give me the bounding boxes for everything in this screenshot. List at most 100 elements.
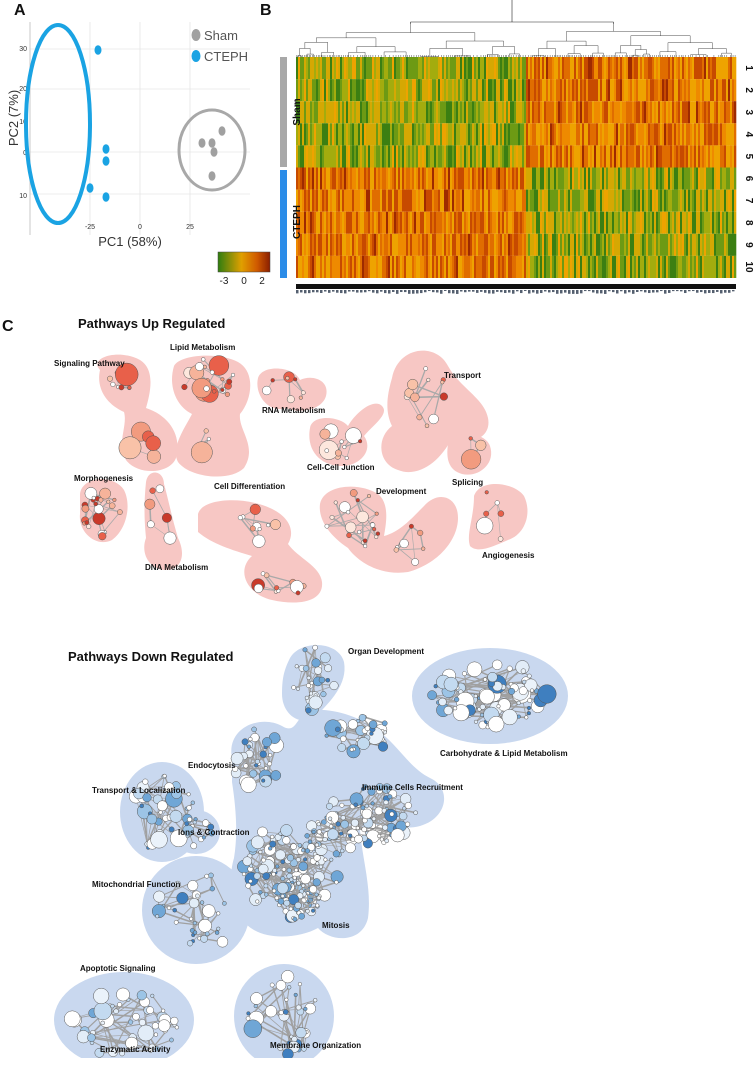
heatmap-cell [484, 79, 487, 102]
heatmap-cell [454, 167, 457, 190]
heatmap-cell [442, 189, 445, 212]
heatmap-cell [568, 211, 571, 234]
heatmap-cell [586, 167, 589, 190]
network-node [156, 800, 168, 812]
network-node [270, 519, 281, 530]
heatmap-cell [508, 211, 511, 234]
heatmap-cell [424, 123, 427, 146]
heatmap-cell [448, 255, 451, 278]
heatmap-cell [604, 167, 607, 190]
network-node [421, 546, 426, 551]
heatmap-cell [388, 233, 391, 256]
heatmap-cell [434, 211, 437, 234]
heatmap-cell [322, 57, 325, 80]
heatmap-cell [308, 79, 311, 102]
heatmap-cell [478, 145, 481, 168]
heatmap-cell [346, 145, 349, 168]
heatmap-cell [550, 255, 553, 278]
network-node [334, 880, 339, 885]
heatmap-cell [488, 79, 491, 102]
heatmap-cell [554, 189, 557, 212]
heatmap-cell [584, 255, 587, 278]
heatmap-cell [668, 145, 671, 168]
heatmap-cell [668, 57, 671, 80]
network-node [369, 522, 376, 528]
heatmap-cell [716, 79, 719, 102]
heatmap-cell [396, 123, 399, 146]
heatmap-cell [376, 123, 379, 146]
heatmap-cell [402, 167, 405, 190]
heatmap-cell [352, 233, 355, 256]
network-node [399, 538, 409, 549]
heatmap-cell [530, 57, 533, 80]
heatmap-cell [420, 167, 423, 190]
heatmap-cell [374, 123, 377, 146]
label-transport: Transport [444, 371, 481, 380]
heatmap-cell [670, 101, 673, 124]
heatmap-cell [586, 123, 589, 146]
heatmap-cell [450, 189, 453, 212]
heatmap-cell [558, 189, 561, 212]
heatmap-cell [732, 233, 735, 256]
heatmap-cell [314, 145, 317, 168]
heatmap-cell [312, 145, 315, 168]
heatmap-cell [386, 255, 389, 278]
heatmap-cell [398, 79, 401, 102]
heatmap-cell [688, 145, 691, 168]
heatmap-cell [572, 255, 575, 278]
heatmap-cell [716, 233, 719, 256]
heatmap-cell [566, 57, 569, 80]
heatmap-cell [480, 167, 483, 190]
heatmap-cell [544, 123, 547, 146]
heatmap-cell [414, 189, 417, 212]
heatmap-cell [588, 145, 591, 168]
heatmap-cell [696, 79, 699, 102]
heatmap-cell [410, 189, 413, 212]
network-node [181, 383, 188, 391]
heatmap-cell [696, 233, 699, 256]
network-node [246, 1011, 251, 1016]
heatmap-cell [682, 233, 685, 256]
heatmap-cell [470, 57, 473, 80]
heatmap-cell [556, 145, 559, 168]
heatmap-cell [440, 167, 443, 190]
heatmap-cell [492, 255, 495, 278]
network-node [270, 834, 275, 840]
heatmap-cell [674, 145, 677, 168]
heatmap-cell [312, 255, 315, 278]
heatmap-cell [716, 167, 719, 190]
network-node [428, 413, 439, 425]
heatmap-cell [560, 145, 563, 168]
heatmap-cell [606, 255, 609, 278]
heatmap-cell [564, 145, 567, 168]
heatmap-cell [380, 233, 383, 256]
heatmap-cell [470, 211, 473, 234]
network-node [184, 821, 190, 827]
network-node [377, 741, 389, 752]
network-node [249, 525, 256, 532]
heatmap-cell [546, 57, 549, 80]
heatmap-cell [698, 79, 701, 102]
heatmap-cell [588, 101, 591, 124]
heatmap-cell [338, 145, 341, 168]
heatmap-cell [448, 189, 451, 212]
network-node [346, 532, 352, 539]
heatmap-cell [544, 145, 547, 168]
heatmap-cell [654, 123, 657, 146]
heatmap-cell [344, 145, 347, 168]
heatmap-cell [330, 101, 333, 124]
heatmap-cell [644, 57, 647, 80]
heatmap-cell [682, 101, 685, 124]
heatmap-cell [366, 101, 369, 124]
heatmap-cell [328, 101, 331, 124]
heatmap-cell [442, 233, 445, 256]
heatmap-cell [426, 79, 429, 102]
heatmap-cell [356, 211, 359, 234]
heatmap-cell [478, 79, 481, 102]
heatmap-cell [660, 79, 663, 102]
heatmap-cell [338, 233, 341, 256]
legend-label-cteph: CTEPH [204, 49, 248, 64]
heatmap-cell [548, 101, 551, 124]
heatmap-cell [656, 189, 659, 212]
heatmap-cell [494, 255, 497, 278]
